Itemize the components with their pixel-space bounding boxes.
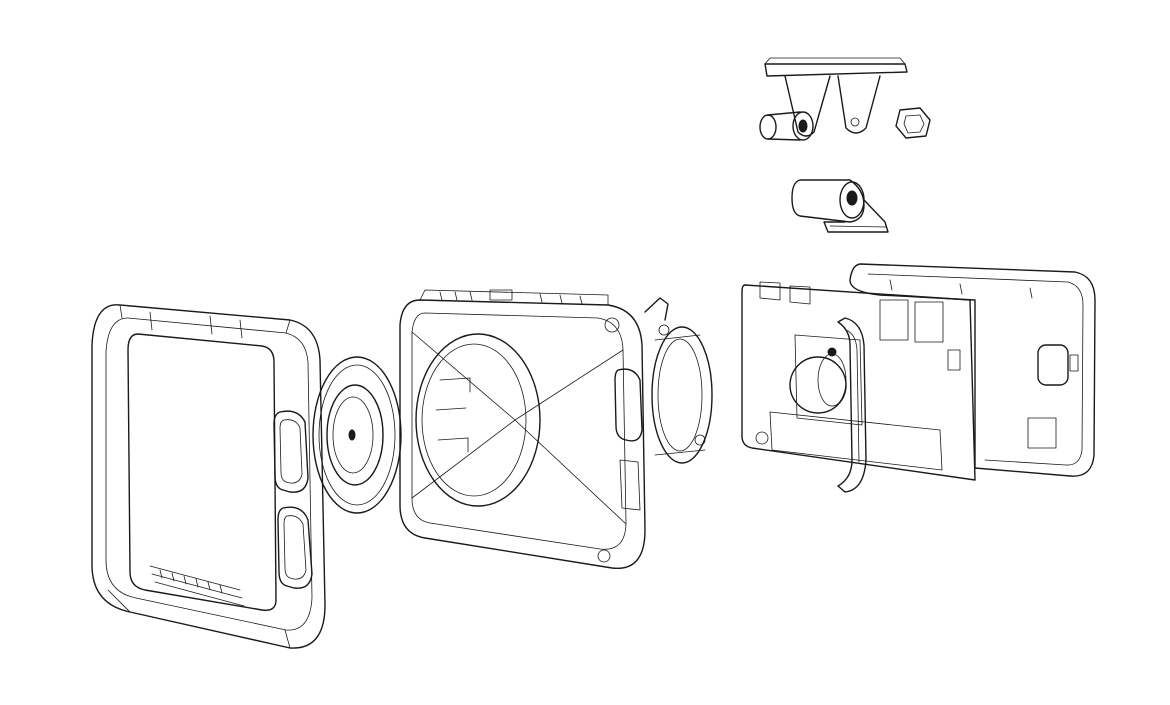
hinge-mount xyxy=(791,179,889,233)
main-housing xyxy=(399,289,646,570)
rear-cover xyxy=(849,263,1096,477)
mount-nut xyxy=(895,107,931,139)
mount-screw xyxy=(759,111,814,141)
lens-mount xyxy=(644,297,713,464)
side-clip xyxy=(837,317,867,493)
mount-bracket xyxy=(764,57,908,137)
lens-ring xyxy=(312,356,402,514)
circuit-board xyxy=(741,281,976,481)
front-bezel xyxy=(91,304,326,649)
